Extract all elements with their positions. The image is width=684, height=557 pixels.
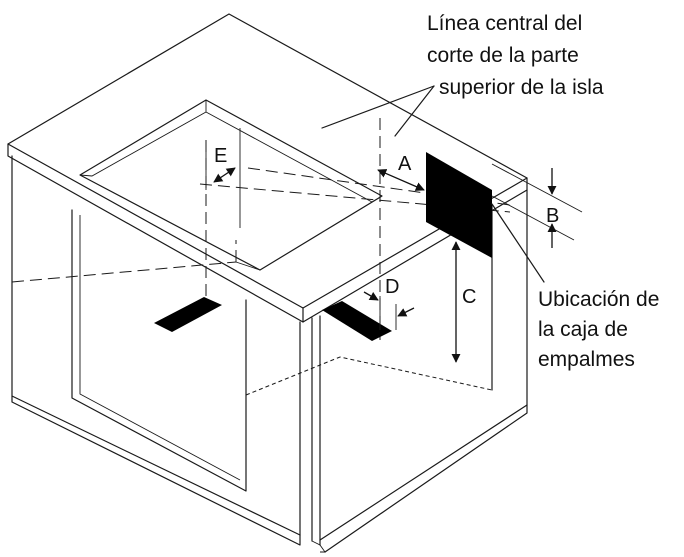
floor-slot-right [322,301,392,341]
junction-box-leader [491,203,545,283]
centerline-note: Línea central del corte de la parte supe… [427,12,604,99]
dimension-d: D [363,276,415,330]
label-a: A [398,153,412,175]
label-e: E [214,145,227,167]
label-b: B [546,205,559,227]
dimension-e: E [205,128,241,228]
cutout-centerline [205,118,381,340]
floor-slot-left [154,297,222,332]
junction-box-shape [426,152,492,258]
junction-box-note: Ubicación de la caja de empalmes [538,288,665,371]
dimension-a: A [377,153,425,191]
centerline-leaders [321,85,435,137]
sink-cutout [79,99,383,271]
dimension-c: C [451,241,476,363]
dimension-b: B [491,163,583,248]
label-c: C [462,286,476,308]
label-d: D [385,276,399,298]
